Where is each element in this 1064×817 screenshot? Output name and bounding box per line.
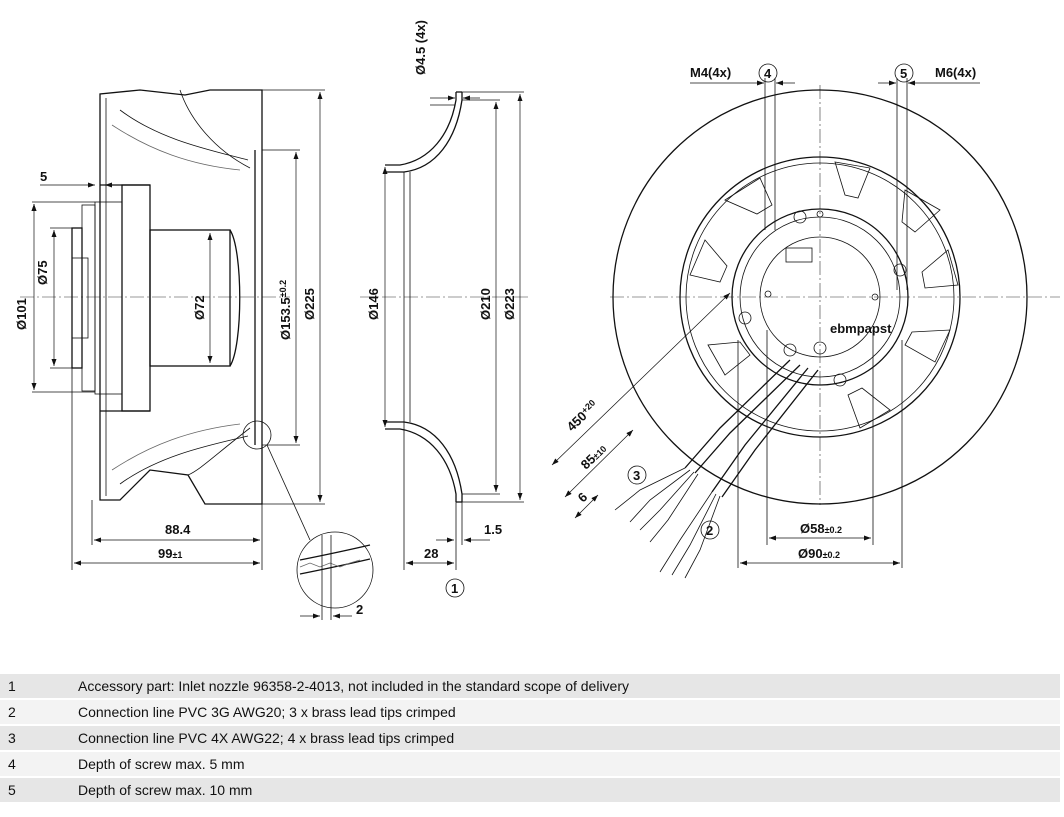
callout-5 xyxy=(894,63,914,83)
callout-1 xyxy=(445,578,465,598)
dim-d101: Ø101 xyxy=(14,298,29,330)
dim-m4: M4(4x) xyxy=(690,65,731,80)
dim-d4-5: Ø4.5 (4x) xyxy=(413,20,428,75)
note-text: Accessory part: Inlet nozzle 96358-2-401… xyxy=(78,674,1060,698)
side-view xyxy=(20,89,311,541)
inlet-nozzle-view: Ø4.5 (4x) xyxy=(360,20,530,503)
front-view-dimensions: M4(4x) 4 M6(4x) 5 Ø58±0.2 Ø90±0.2 450+20… xyxy=(551,63,980,568)
dim-d58: Ø58 xyxy=(800,521,825,536)
dim-d225: Ø225 xyxy=(302,288,317,320)
svg-text:5: 5 xyxy=(900,66,907,81)
brand-label: ebmpapst xyxy=(830,321,892,336)
note-text: Connection line PVC 4X AWG22; 4 x brass … xyxy=(78,726,1060,750)
dim-28: 28 xyxy=(424,546,438,561)
dim-5: 5 xyxy=(40,169,47,184)
inlet-nozzle-dimensions: Ø146 Ø210 Ø223 28 1.5 1 xyxy=(366,91,524,598)
note-text: Depth of screw max. 5 mm xyxy=(78,752,1060,776)
dim-1-5: 1.5 xyxy=(484,522,502,537)
svg-text:3: 3 xyxy=(633,468,640,483)
front-view: ebmpapst xyxy=(610,85,1060,579)
dim-d90-tol: ±0.2 xyxy=(823,550,840,560)
svg-text:1: 1 xyxy=(451,581,458,596)
note-number: 5 xyxy=(0,778,78,802)
notes-row: 1 Accessory part: Inlet nozzle 96358-2-4… xyxy=(0,674,1060,698)
note-number: 4 xyxy=(0,752,78,776)
dim-d75: Ø75 xyxy=(35,260,50,285)
dim-d58-tol: ±0.2 xyxy=(825,525,842,535)
notes-row: 4 Depth of screw max. 5 mm xyxy=(0,752,1060,776)
dim-m6: M6(4x) xyxy=(935,65,976,80)
dim-d72: Ø72 xyxy=(192,295,207,320)
note-text: Depth of screw max. 10 mm xyxy=(78,778,1060,802)
dim-88-4: 88.4 xyxy=(165,522,191,537)
dim-d146: Ø146 xyxy=(366,288,381,320)
svg-text:Ø58±0.2: Ø58±0.2 xyxy=(800,521,842,536)
dim-d210: Ø210 xyxy=(478,288,493,320)
notes-row: 5 Depth of screw max. 10 mm xyxy=(0,778,1060,802)
svg-text:85±10: 85±10 xyxy=(578,441,610,472)
dim-2: 2 xyxy=(356,602,363,617)
note-number: 2 xyxy=(0,700,78,724)
dim-99-tol: ±1 xyxy=(172,550,182,560)
callout-3 xyxy=(627,465,647,485)
note-number: 1 xyxy=(0,674,78,698)
dim-d153-tol: ±0.2 xyxy=(278,280,288,297)
dim-99: 99 xyxy=(158,546,172,561)
dim-d223: Ø223 xyxy=(502,288,517,320)
notes-table: 1 Accessory part: Inlet nozzle 96358-2-4… xyxy=(0,672,1060,804)
dim-d90: Ø90 xyxy=(798,546,823,561)
svg-text:Ø90±0.2: Ø90±0.2 xyxy=(798,546,840,561)
note-text: Connection line PVC 3G AWG20; 3 x brass … xyxy=(78,700,1060,724)
callout-2 xyxy=(700,520,720,540)
svg-text:2: 2 xyxy=(706,523,713,538)
svg-text:Ø153.5±0.2: Ø153.5±0.2 xyxy=(278,280,293,340)
side-view-dimensions: 5 Ø101 Ø75 Ø72 Ø153.5±0.2 Ø225 88.4 99±1 xyxy=(14,89,325,570)
detail-zoom: 2 xyxy=(296,531,374,620)
svg-text:450+20: 450+20 xyxy=(564,398,601,434)
note-number: 3 xyxy=(0,726,78,750)
svg-text:99±1: 99±1 xyxy=(158,546,182,561)
notes-row: 2 Connection line PVC 3G AWG20; 3 x bras… xyxy=(0,700,1060,724)
dim-d153: Ø153.5 xyxy=(278,297,293,340)
callout-4 xyxy=(758,63,778,83)
dim-6: 6 xyxy=(575,489,591,505)
notes-row: 3 Connection line PVC 4X AWG22; 4 x bras… xyxy=(0,726,1060,750)
technical-drawing: 5 Ø101 Ø75 Ø72 Ø153.5±0.2 Ø225 88.4 99±1 xyxy=(14,20,1060,620)
svg-text:4: 4 xyxy=(764,66,772,81)
